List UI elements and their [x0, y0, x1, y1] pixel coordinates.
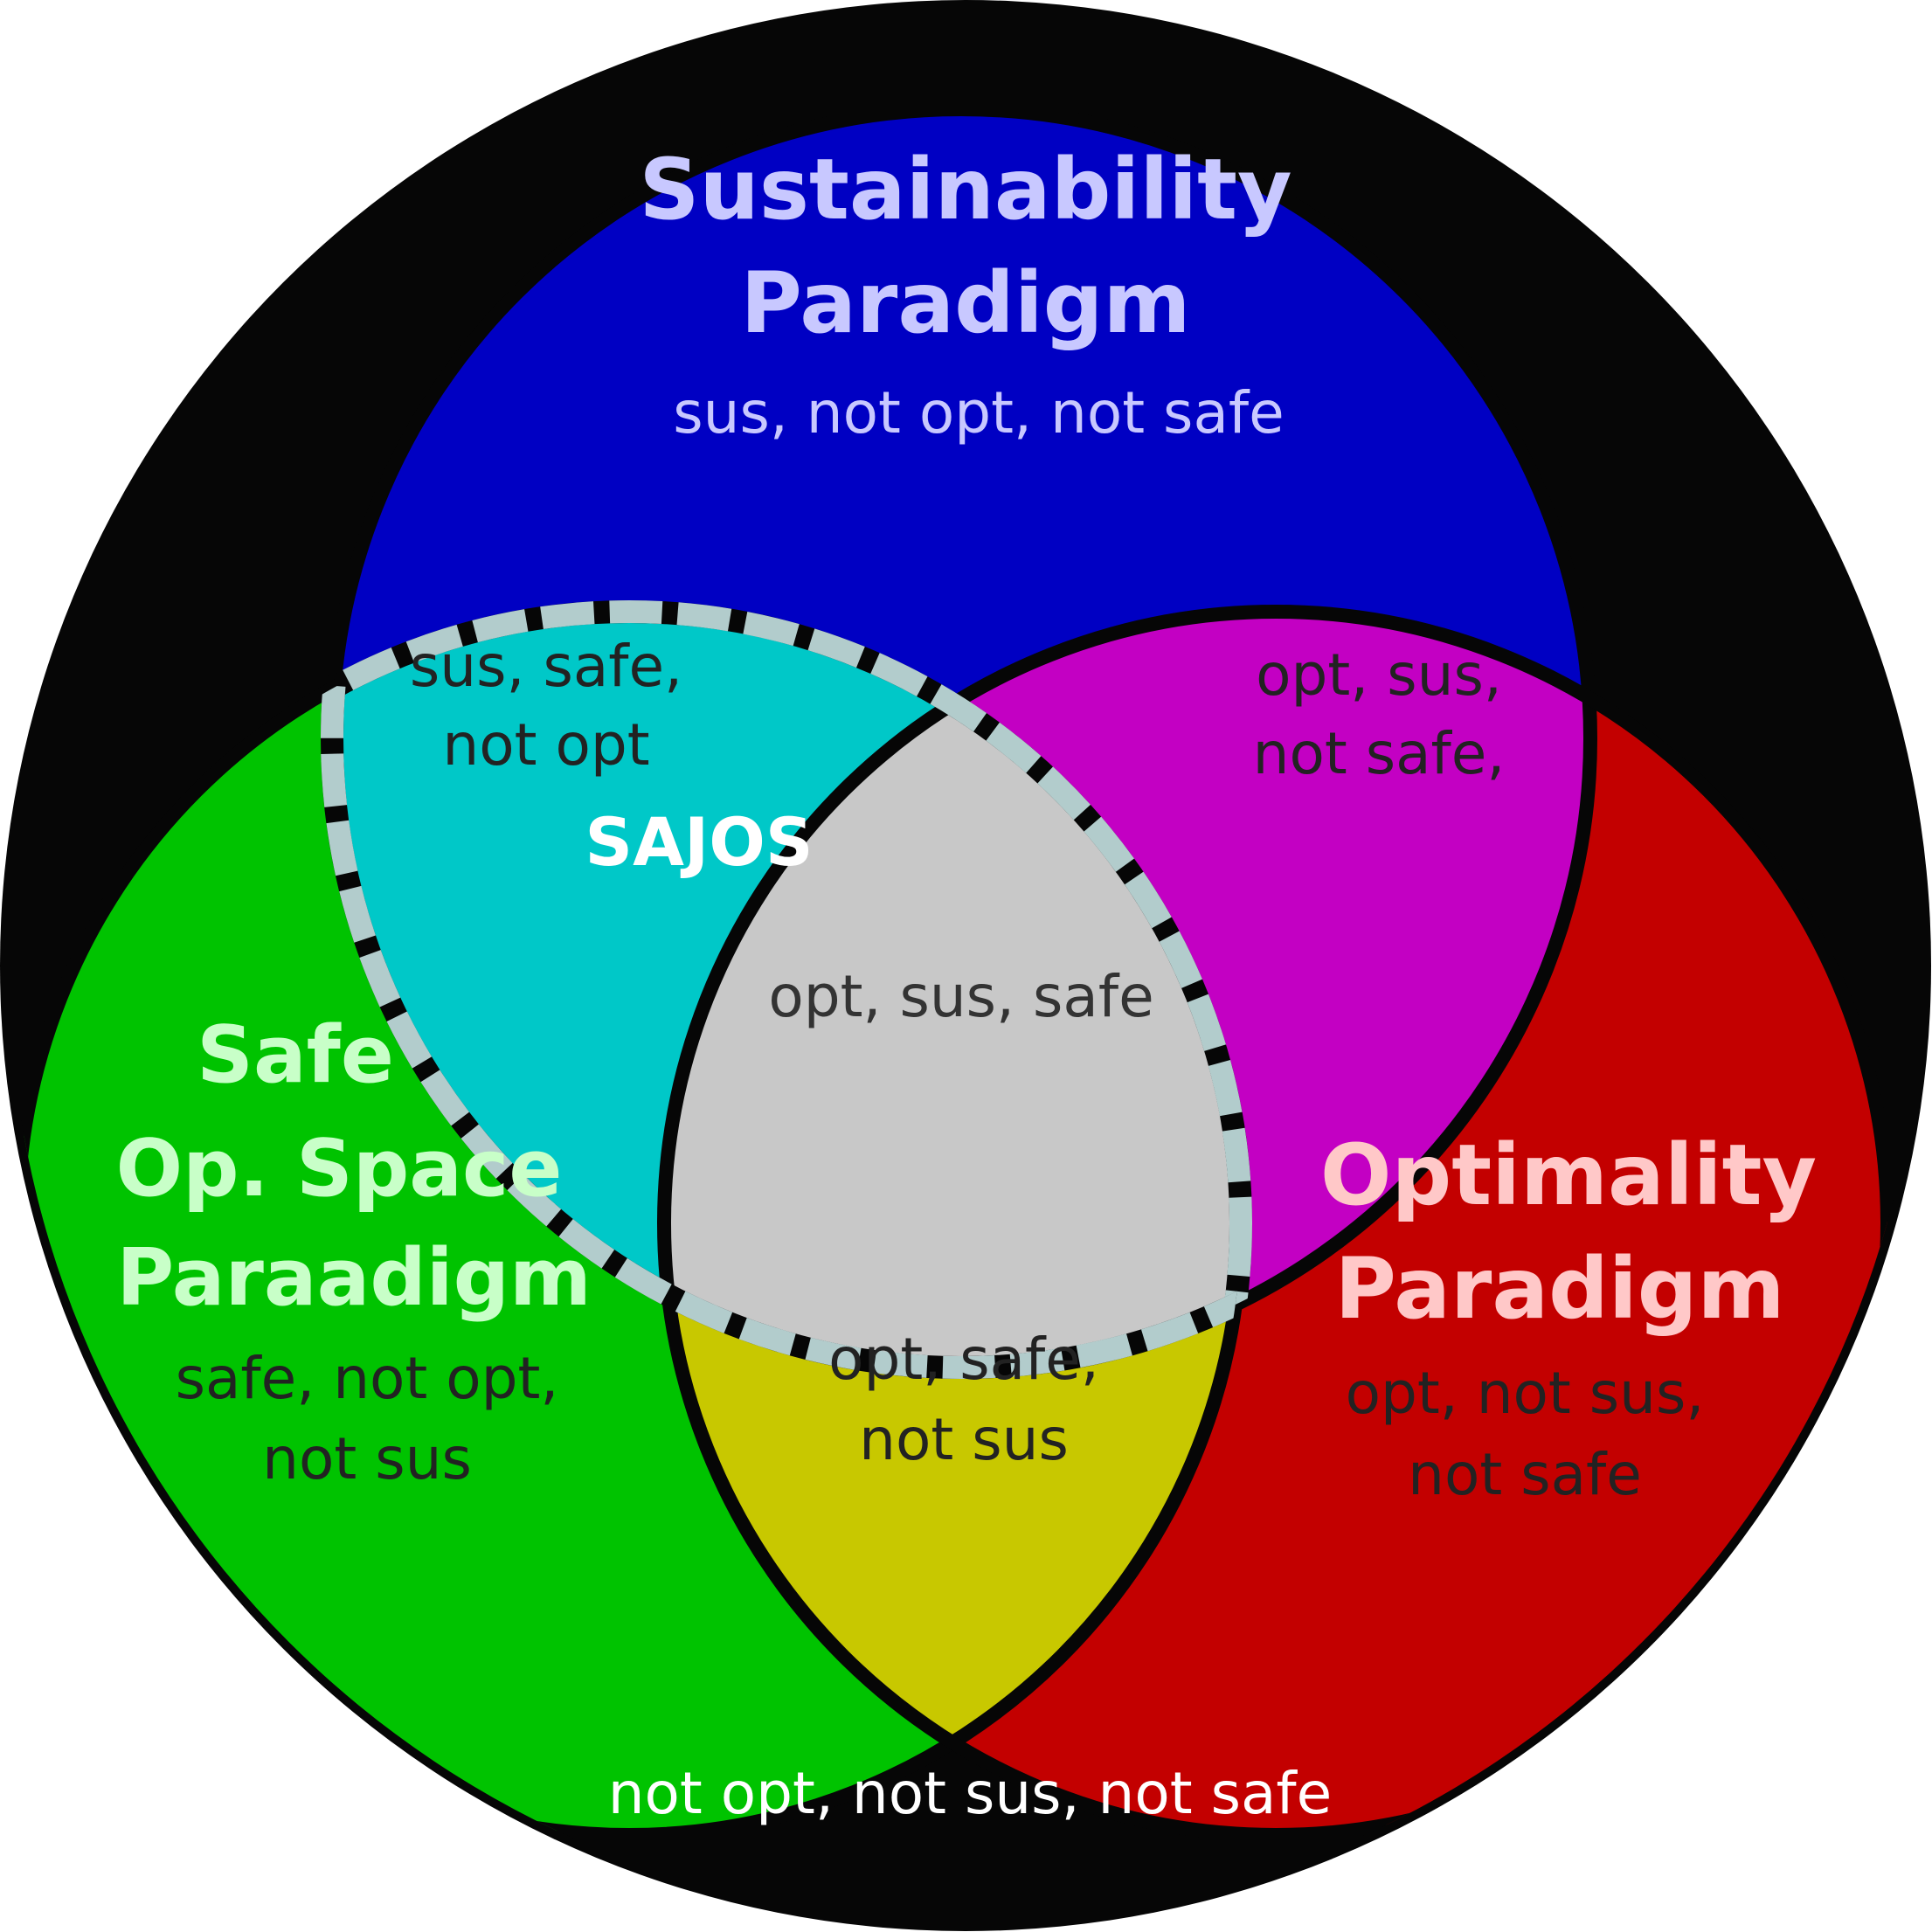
safe-label: safe, not opt, — [176, 1345, 559, 1412]
sustainability-label: sus, not opt, not safe — [673, 379, 1284, 447]
center-label: opt, sus, safe — [768, 963, 1153, 1030]
sus-safe-label-line2: not opt — [442, 711, 649, 779]
opt-safe-label-line2: not sus — [859, 1406, 1069, 1473]
safe-label-line2: not sus — [262, 1425, 472, 1492]
safe-title: Safe — [197, 1009, 394, 1101]
sajos-label: SAJOS — [585, 803, 813, 881]
optimality-title: Optimality — [1320, 1126, 1817, 1224]
sajos-boundary-safe-dash — [332, 600, 1252, 1368]
opt-safe-label: opt, safe, — [828, 1326, 1099, 1393]
optimality-title-line2: Paradigm — [1334, 1240, 1784, 1338]
sajos-boundary-sus-dash — [321, 612, 1241, 1379]
center-region — [664, 612, 1241, 1368]
sus-opt-label: opt, sus, — [1256, 641, 1502, 709]
sus-opt-label-line2: not safe, — [1253, 720, 1506, 787]
outside-label: not opt, not sus, not safe — [608, 1760, 1333, 1827]
sustainability-title: Sustainability — [639, 141, 1291, 239]
sustainability-title-line2: Paradigm — [740, 254, 1190, 352]
safe-title-line2: Op. Space — [116, 1123, 563, 1215]
optimality-label: opt, not sus, — [1346, 1360, 1705, 1427]
optimality-label-line2: not safe — [1408, 1441, 1642, 1508]
sus-safe-label: sus, safe, — [410, 633, 682, 700]
safe-title-line3: Paraadigm — [116, 1232, 592, 1324]
